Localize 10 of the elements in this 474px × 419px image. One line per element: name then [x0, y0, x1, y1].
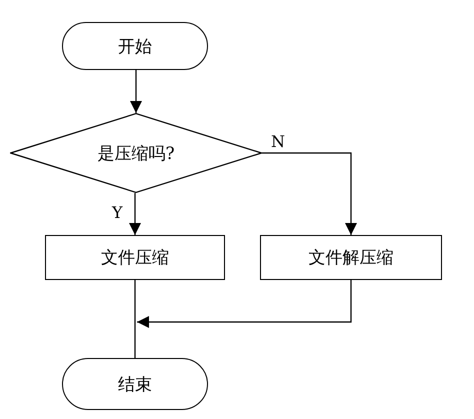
arrow	[262, 152, 357, 235]
arrow	[129, 193, 141, 235]
process-box: 文件解压缩	[260, 235, 442, 280]
terminator-box: 结束	[62, 358, 208, 410]
arrow	[130, 70, 142, 113]
decision-diamond: 是压缩吗?	[10, 113, 262, 193]
terminator-box: 开始	[62, 22, 208, 70]
process-box: 文件压缩	[45, 235, 225, 280]
arrow	[137, 280, 352, 328]
connector-line	[134, 280, 136, 358]
